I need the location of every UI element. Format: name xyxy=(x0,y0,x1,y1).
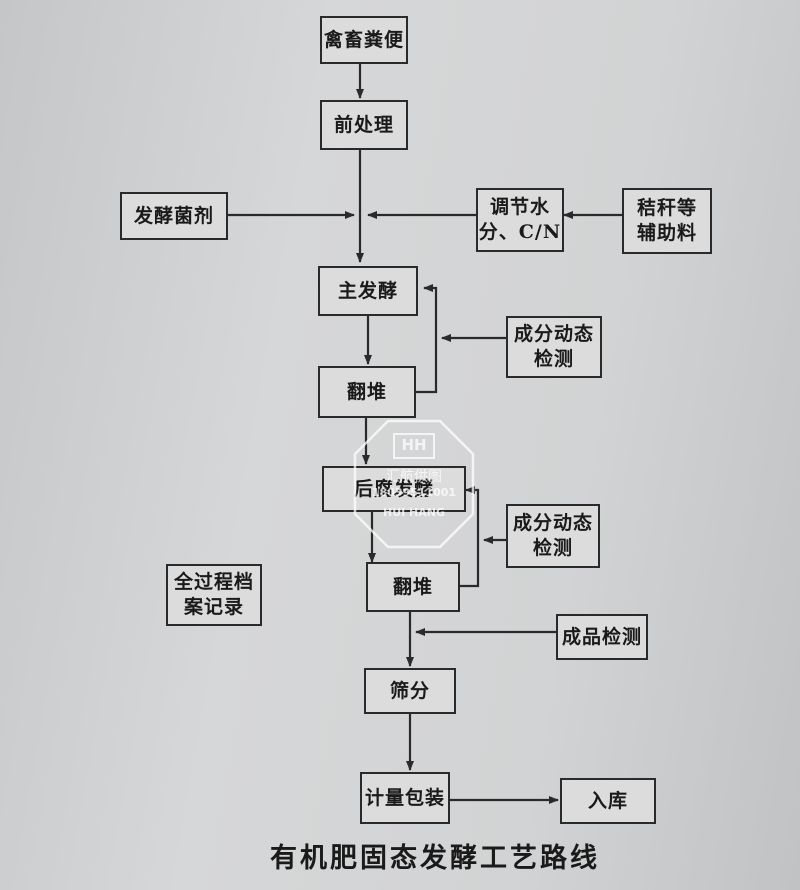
diagram-caption: 有机肥固态发酵工艺路线 xyxy=(270,843,600,874)
node-straw-label: 秸秆等 辅助料 xyxy=(636,197,697,244)
node-storage-label: 入库 xyxy=(587,789,628,812)
node-records: 全过程档 案记录 xyxy=(166,564,262,626)
watermark-name: HUI HANG xyxy=(382,506,445,519)
node-main-fermentation-label: 主发酵 xyxy=(337,279,398,302)
node-monitor2: 成分动态 检测 xyxy=(506,504,600,568)
node-post-fermentation-label: 后腐发酵 xyxy=(353,477,434,500)
node-packaging-label: 计量包装 xyxy=(364,786,445,809)
watermark-phone: 18039511001 xyxy=(371,486,457,499)
node-screening: 筛分 xyxy=(364,668,456,714)
node-adjust: 调节水 分、C/N xyxy=(476,188,564,252)
node-monitor2-label: 成分动态 检测 xyxy=(512,512,593,559)
node-monitor1: 成分动态 检测 xyxy=(506,316,602,378)
node-straw: 秸秆等 辅助料 xyxy=(622,188,712,254)
node-packaging: 计量包装 xyxy=(360,772,450,824)
node-turning2-label: 翻堆 xyxy=(392,575,433,598)
node-inoculant-label: 发酵菌剂 xyxy=(133,204,214,227)
node-product-test: 成品检测 xyxy=(556,614,648,660)
watermark-octagon-icon xyxy=(353,419,475,549)
node-monitor1-label: 成分动态 检测 xyxy=(513,323,594,370)
node-pretreatment-label: 前处理 xyxy=(333,113,394,136)
node-turning2: 翻堆 xyxy=(366,562,460,612)
node-pretreatment: 前处理 xyxy=(320,100,408,150)
node-inoculant: 发酵菌剂 xyxy=(120,192,228,240)
node-post-fermentation: 后腐发酵 xyxy=(322,466,466,512)
watermark: HH 汇航供图 18039511001 HUI HANG xyxy=(352,418,476,550)
node-storage: 入库 xyxy=(560,778,656,824)
node-turning1-label: 翻堆 xyxy=(346,380,387,403)
node-manure: 禽畜粪便 xyxy=(320,16,408,64)
node-adjust-label: 调节水 分、C/N xyxy=(478,196,562,243)
node-manure-label: 禽畜粪便 xyxy=(323,28,404,51)
node-records-label: 全过程档 案记录 xyxy=(173,571,254,618)
watermark-logo: HH xyxy=(401,436,427,454)
loop-turning1-to-main xyxy=(416,284,438,394)
watermark-brand: 汇航供图 xyxy=(386,469,442,485)
node-screening-label: 筛分 xyxy=(389,679,430,702)
node-turning1: 翻堆 xyxy=(318,366,416,418)
node-product-test-label: 成品检测 xyxy=(561,625,642,648)
node-main-fermentation: 主发酵 xyxy=(318,266,418,316)
